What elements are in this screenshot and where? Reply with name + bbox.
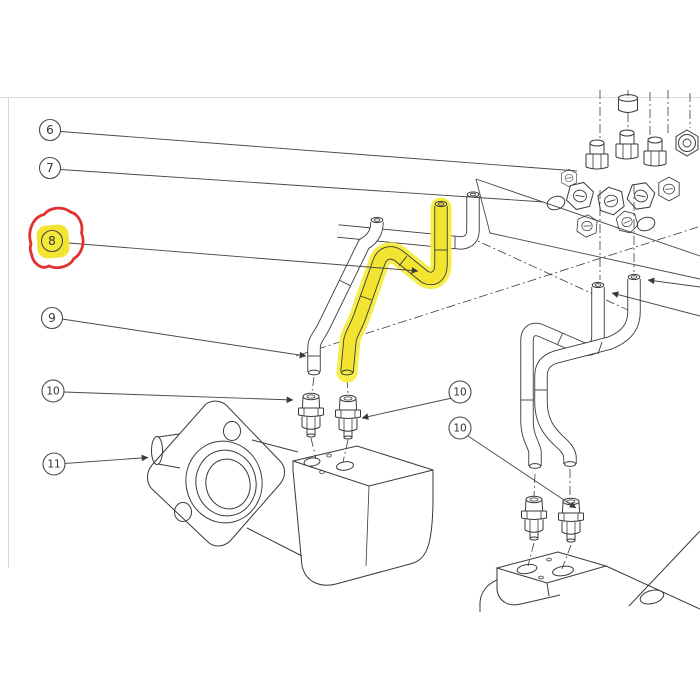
leader-line-10-right-a — [361, 397, 453, 420]
leader-line-10-right-b — [467, 435, 577, 509]
callout-balloon-10-right-a[interactable]: 10 — [448, 380, 472, 404]
centerlines — [292, 90, 699, 570]
pump-bearing-face — [185, 440, 263, 524]
pipe-plug-right — [636, 216, 656, 232]
callout-label-11: 11 — [47, 459, 60, 471]
callout-label-8: 8 — [48, 234, 56, 248]
tube-item-9 — [307, 216, 384, 376]
pump-shaft — [151, 433, 181, 469]
fitting-10-left-b — [335, 394, 361, 440]
tube-item-8-highlighted — [336, 197, 452, 383]
drawing-frame — [0, 97, 700, 568]
callout-balloon-6[interactable]: 6 — [38, 118, 62, 142]
pump-assembly-left — [147, 400, 434, 586]
tube-right-pair — [520, 273, 641, 469]
pump-assembly-lower-right — [479, 530, 700, 612]
leader-line-9 — [61, 318, 307, 359]
fitting-10-right-a — [521, 495, 547, 541]
round-plug-fitting — [675, 129, 699, 157]
manifold-fitting-cluster — [546, 94, 699, 239]
pump-flange — [147, 400, 285, 547]
pipe-plug-left — [546, 195, 566, 211]
callout-balloon-11[interactable]: 11 — [42, 452, 66, 476]
pump-valve-block — [292, 445, 434, 586]
callout-label-7: 7 — [46, 161, 54, 175]
leader-line-8 — [62, 242, 419, 274]
leader-line-10-left — [63, 391, 294, 404]
callout-label-9: 9 — [48, 311, 56, 325]
leader-line-edge-b — [647, 277, 700, 288]
callout-label-10-left: 10 — [46, 386, 59, 398]
leader-line-7 — [60, 169, 545, 203]
leader-line-11 — [64, 454, 149, 464]
leader-lines — [60, 131, 700, 509]
callout-balloon-8-highlighted[interactable]: 8 — [28, 206, 85, 270]
callout-balloon-9[interactable]: 9 — [40, 306, 64, 330]
callout-label-10-right-a: 10 — [453, 387, 466, 399]
callout-balloon-10-left[interactable]: 10 — [41, 379, 65, 403]
fitting-10-left-a — [298, 392, 324, 438]
cap-plug — [618, 94, 638, 102]
selection-scribble-ring — [28, 206, 85, 270]
leader-line-6 — [60, 131, 578, 172]
phantom-plane-outline — [475, 178, 700, 280]
callout-label-10-right-b: 10 — [453, 423, 466, 435]
callout-balloon-10-right-b[interactable]: 10 — [448, 416, 472, 440]
callout-balloon-7[interactable]: 7 — [38, 156, 62, 180]
leader-line-edge-a — [611, 291, 700, 317]
callout-label-6: 6 — [46, 123, 54, 137]
